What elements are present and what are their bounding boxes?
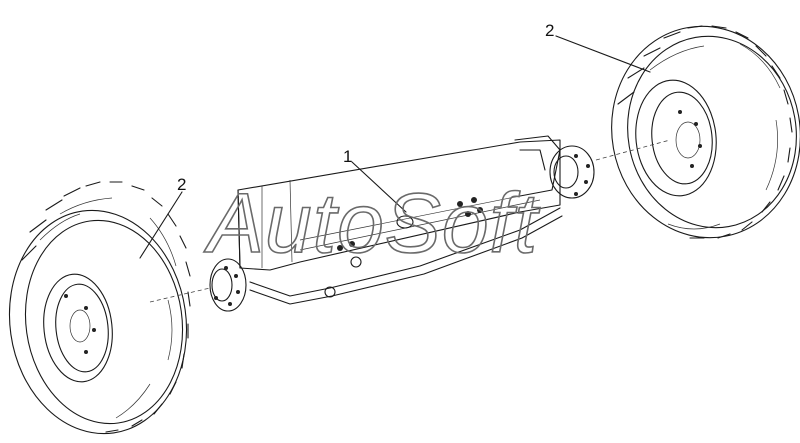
left-wheel <box>8 181 191 435</box>
callout-leader-2-right <box>555 35 651 73</box>
callout-label-right-wheel: 2 <box>545 21 554 40</box>
callout-label-left-wheel: 2 <box>177 175 186 194</box>
callout-label-front-axle: 1 <box>343 147 352 166</box>
right-wheel <box>611 25 800 239</box>
front-axle-beam <box>209 135 595 312</box>
right-axis-line <box>595 139 671 161</box>
callout-leader-2-left <box>139 191 183 259</box>
callout-leader-1 <box>351 161 407 213</box>
watermark-logo: AutoSoft <box>203 176 541 270</box>
left-axis-line <box>149 287 211 303</box>
